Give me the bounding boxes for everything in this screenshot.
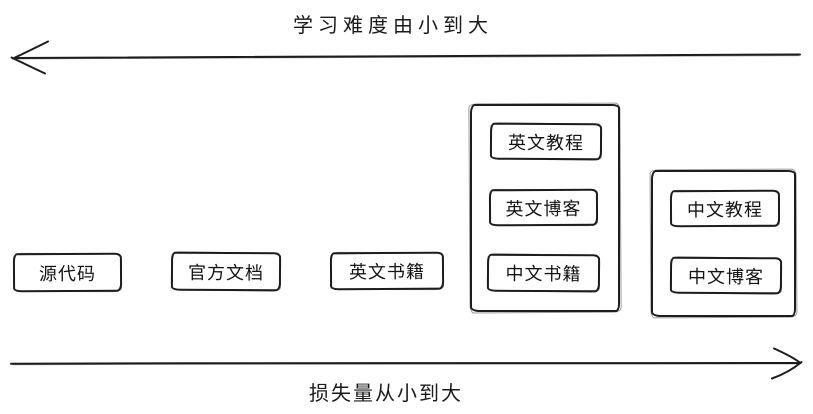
node-english-tutorial: 英文教程 (489, 122, 603, 161)
node-official-docs: 官方文档 (170, 251, 282, 292)
top-axis-label: 学习难度由小到大 (293, 13, 493, 37)
node-source-code: 源代码 (12, 252, 123, 293)
group-english-tutorial-blog-chinese-books: 英文教程 英文博客 中文书籍 (470, 104, 620, 312)
node-english-books: 英文书籍 (329, 251, 445, 291)
group-chinese-tutorial-blog: 中文教程 中文博客 (651, 170, 796, 317)
node-english-blog: 英文博客 (488, 188, 599, 227)
node-chinese-blog: 中文博客 (669, 256, 783, 295)
node-chinese-tutorial: 中文教程 (669, 189, 781, 228)
bottom-axis-arrow-right (10, 347, 803, 380)
top-axis-arrow-left (10, 40, 801, 75)
node-chinese-books: 中文书籍 (486, 253, 601, 293)
bottom-axis-label: 损失量从小到大 (309, 381, 463, 405)
